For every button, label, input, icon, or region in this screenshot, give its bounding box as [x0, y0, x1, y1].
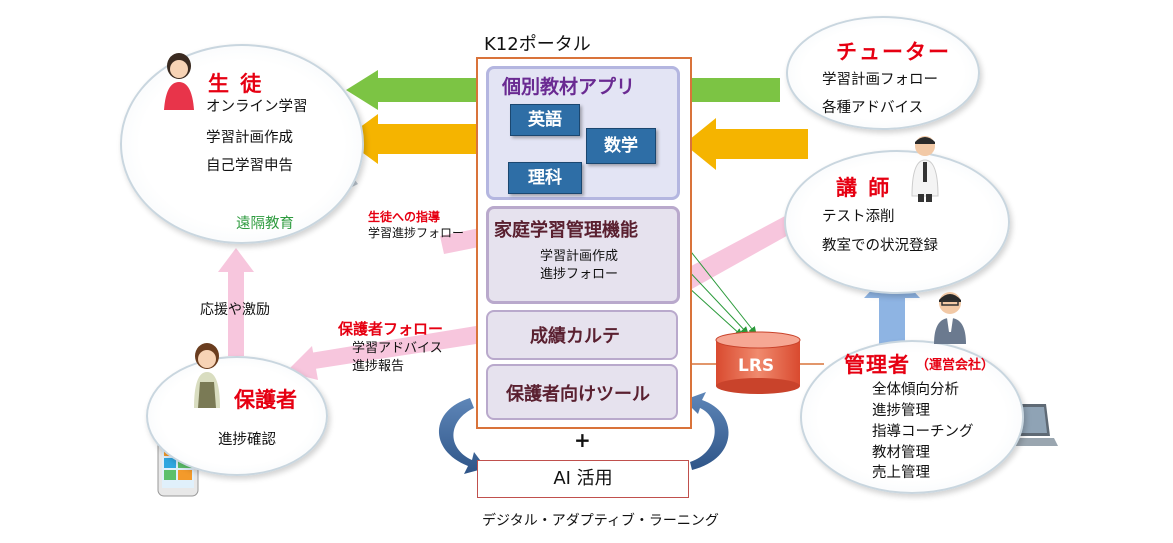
guardian-ellipse [146, 356, 328, 476]
home-study-line-plan: 学習計画作成 [540, 249, 619, 264]
guardian-follow-title: 保護者フォロー [338, 320, 444, 338]
admin-title: 管理者 [844, 353, 910, 377]
ai-loop-right-arrow [684, 392, 729, 470]
plus-sign: + [574, 428, 591, 452]
tutor-title: チューター [836, 40, 951, 64]
home-study-line-follow: 進捗フォロー [540, 267, 619, 282]
admin-item-materials: 教材管理 [872, 445, 930, 461]
admin-person-icon [930, 290, 970, 348]
home-study-title: 家庭学習管理機能 [494, 220, 638, 241]
guardian-tool-title: 保護者向けツール [506, 384, 650, 405]
student-ellipse [120, 44, 364, 244]
guardian-tool-section [486, 364, 678, 420]
guardian-follow-advice: 学習アドバイス [352, 341, 443, 356]
teacher-title: 講 師 [836, 176, 892, 200]
teacher-item-classroom: 教室での状況登録 [822, 238, 938, 254]
ai-label: AI 活用 [553, 468, 613, 489]
subject-math[interactable]: 数学 [586, 128, 656, 164]
admin-item-sales: 売上管理 [872, 465, 930, 481]
teacher-to-portal-orange-arrow [684, 118, 808, 170]
student-item-online: オンライン学習 [206, 99, 308, 115]
teacher-item-test: テスト添削 [822, 209, 895, 225]
tutor-item-advice: 各種アドバイス [822, 100, 924, 116]
student-person-icon [160, 52, 198, 116]
teacher-person-icon [906, 134, 944, 206]
admin-item-progress: 進捗管理 [872, 403, 930, 419]
teacher-ellipse [784, 150, 1010, 294]
portal-title: K12ポータル [484, 34, 591, 55]
guardian-to-student-arrow [218, 248, 254, 356]
teacher-to-student-pink-band [440, 228, 484, 254]
guardian-title: 保護者 [234, 388, 297, 412]
portal-to-student-orange-arrow [344, 114, 478, 164]
tutor-ellipse [786, 16, 980, 130]
admin-item-analysis: 全体傾向分析 [872, 382, 959, 398]
teacher-to-portal-pink-band [680, 208, 808, 290]
tutor-item-plan-follow: 学習計画フォロー [822, 72, 938, 88]
karte-section [486, 310, 678, 360]
student-guidance-sub: 学習進捗フォロー [368, 226, 465, 240]
guardian-item-progress: 進捗確認 [218, 432, 276, 448]
lrs-label: LRS [738, 356, 775, 376]
student-item-plan: 学習計画作成 [206, 130, 293, 146]
ai-caption: デジタル・アダプティブ・ラーニング [482, 513, 719, 529]
admin-ellipse [800, 340, 1024, 494]
subject-science[interactable]: 理科 [508, 162, 582, 194]
remote-education-label: 遠隔教育 [236, 216, 294, 232]
ai-loop-left-arrow [438, 398, 486, 474]
admin-subtitle: （運営会社） [916, 358, 995, 373]
subject-english[interactable]: 英語 [510, 104, 580, 136]
app-section-title: 個別教材アプリ [502, 76, 636, 98]
student-title: 生 徒 [208, 72, 264, 96]
guardian-follow-report: 進捗報告 [352, 359, 405, 374]
support-label: 応援や激励 [200, 302, 270, 318]
ai-box: AI 活用 [477, 460, 689, 498]
admin-item-coaching: 指導コーチング [872, 424, 974, 440]
karte-title: 成績カルテ [530, 326, 620, 347]
lrs-cylinder [715, 331, 801, 394]
student-guidance-title: 生徒への指導 [368, 210, 441, 224]
home-study-section [486, 206, 680, 304]
student-item-self-report: 自己学習申告 [206, 158, 293, 174]
guardian-person-icon [188, 342, 226, 416]
